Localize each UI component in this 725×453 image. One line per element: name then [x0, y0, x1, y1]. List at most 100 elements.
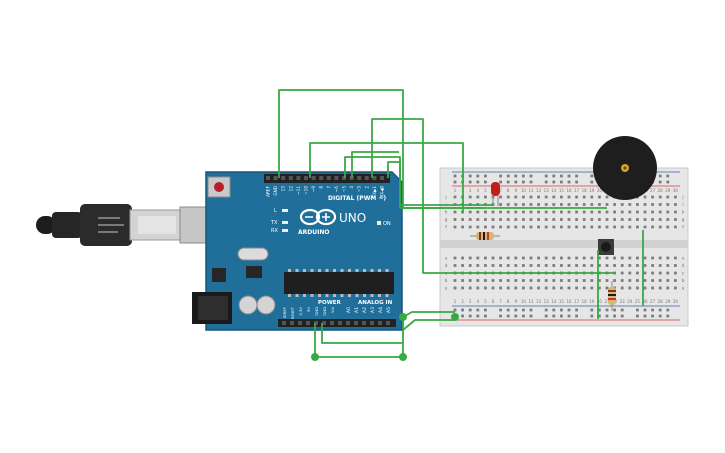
row-letter: e [445, 257, 448, 262]
header-pin[interactable] [372, 176, 377, 180]
col-number: 10 [521, 299, 527, 304]
wire-junctions [311, 313, 459, 361]
header-pin[interactable] [354, 321, 358, 325]
col-number: 30 [673, 188, 679, 193]
header-pin[interactable] [334, 176, 339, 180]
row-letter: f [445, 225, 447, 231]
wire-gnd-loop[interactable] [321, 323, 402, 344]
header-pin[interactable] [386, 321, 390, 325]
col-number: 25 [635, 299, 641, 304]
row-letter: j [681, 195, 683, 201]
led-rx-label: RX [271, 228, 278, 234]
col-number: 19 [589, 299, 595, 304]
board-model: UNO [339, 211, 366, 225]
header-pin[interactable] [266, 176, 270, 180]
col-number: 16 [566, 188, 572, 193]
col-number: 29 [665, 188, 671, 193]
pin-label: ~9 [311, 186, 316, 193]
digital-label: DIGITAL (PWM ~) [328, 195, 386, 202]
col-number: 16 [566, 299, 572, 304]
pin-label: A3 [370, 307, 376, 313]
atmega-chip [284, 272, 394, 294]
col-number: 15 [559, 188, 565, 193]
col-number: 1 [454, 299, 457, 304]
led-resistor[interactable] [470, 232, 500, 240]
row-letter: f [682, 225, 684, 231]
wire-pin3-breadboard[interactable] [371, 118, 614, 274]
push-button[interactable] [598, 239, 614, 255]
header-pin[interactable] [357, 176, 362, 180]
col-number: 30 [673, 299, 679, 304]
header-pin[interactable] [319, 176, 324, 180]
header-pin[interactable] [304, 176, 308, 180]
header-pin[interactable] [370, 321, 374, 325]
row-letter: e [682, 257, 685, 262]
col-number: 4 [477, 299, 480, 304]
header-pin[interactable] [296, 176, 301, 180]
pin-label: AREF [266, 185, 271, 196]
header-pin[interactable] [311, 176, 316, 180]
header-pin[interactable] [298, 321, 302, 325]
pulldown-resistor[interactable] [608, 281, 616, 311]
wire-pin2-button[interactable] [387, 161, 607, 209]
header-pin[interactable] [314, 321, 318, 325]
col-number: 27 [650, 188, 656, 193]
wire-pin4-breadboard[interactable] [351, 151, 399, 178]
header-pin[interactable] [281, 176, 286, 180]
wire-5v-rail[interactable] [402, 319, 455, 331]
col-number: 23 [620, 299, 626, 304]
col-number: 29 [665, 299, 671, 304]
header-pin[interactable] [380, 176, 384, 180]
pin-label: 3.3V [298, 307, 303, 316]
col-number: 3 [469, 299, 472, 304]
col-number: 18 [582, 188, 588, 193]
row-letter: d [682, 263, 685, 269]
header-pin[interactable] [306, 321, 310, 325]
header-pin[interactable] [362, 321, 366, 325]
col-number: 11 [528, 299, 534, 304]
header-pin[interactable] [282, 321, 286, 325]
header-pin[interactable] [330, 321, 334, 325]
piezo-buzzer[interactable] [593, 136, 657, 200]
col-number: 18 [582, 299, 588, 304]
row-letter: b [445, 278, 448, 284]
col-number: 24 [627, 299, 633, 304]
col-number: 12 [536, 188, 542, 193]
on-label: ON [383, 221, 391, 227]
header-pin[interactable] [342, 176, 346, 180]
pin-label: ~5 [342, 186, 347, 193]
col-number: 9 [515, 299, 518, 304]
pin-label: 2 [364, 186, 369, 189]
col-number: 14 [551, 299, 557, 304]
pin-label: ~3 [357, 186, 362, 193]
col-number: 7 [499, 188, 502, 193]
header-pin[interactable] [378, 321, 382, 325]
header-pin[interactable] [346, 321, 350, 325]
pin-label: RX◀0 [380, 186, 385, 198]
pin-label: ~11 [296, 186, 301, 195]
usb-cable[interactable] [36, 204, 231, 246]
wire-pin5-led[interactable] [344, 156, 494, 206]
header-pin[interactable] [338, 321, 342, 325]
header-pin[interactable] [322, 321, 326, 325]
wire-5v-loop[interactable] [314, 317, 404, 358]
col-number: 13 [544, 188, 550, 193]
header-pin[interactable] [326, 176, 331, 180]
header-pin[interactable] [288, 176, 293, 180]
header-pin[interactable] [273, 176, 278, 180]
col-number: 19 [589, 188, 595, 193]
header-pin[interactable] [290, 321, 294, 325]
pin-label: Vin [330, 306, 335, 313]
wire-pin10-breadboard[interactable] [309, 142, 464, 213]
header-pin[interactable] [364, 176, 369, 180]
pin-label: RESET [290, 306, 295, 319]
pin-label: 8 [319, 186, 324, 189]
col-number: 28 [658, 299, 664, 304]
breadboard[interactable]: 1122334455667788991010111112121313141415… [439, 167, 689, 327]
row-letter: h [445, 210, 448, 216]
col-number: 12 [536, 299, 542, 304]
col-number: 5 [484, 188, 487, 193]
col-number: 14 [551, 188, 557, 193]
pin-label: ~10 [304, 186, 309, 195]
